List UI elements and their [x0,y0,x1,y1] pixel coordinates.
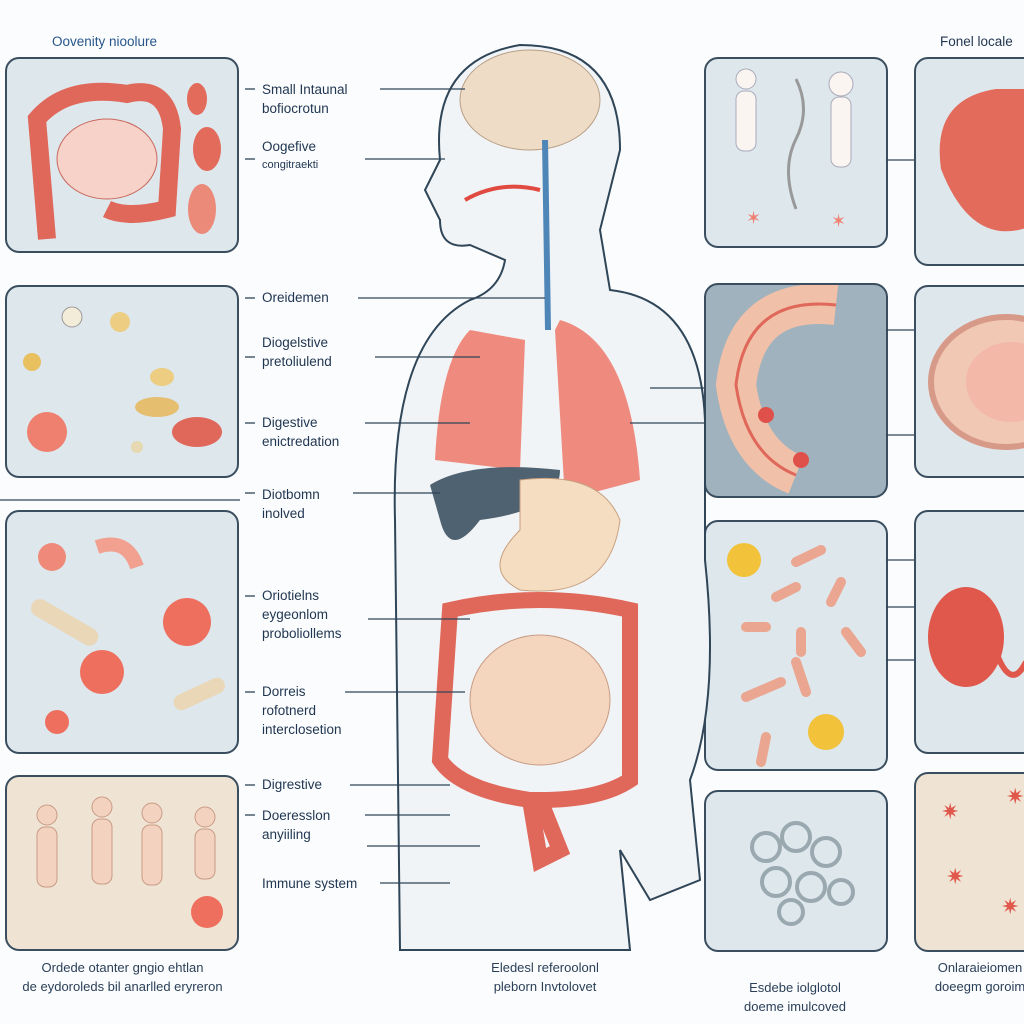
label-digrestive: Digrestive [262,777,323,792]
panel-development: ✶✶ [704,57,888,248]
cells-illustration: ✷ ✷ ✷ ✷ [941,784,1024,919]
panel-tissue [914,285,1024,478]
right-lung [555,320,640,500]
small-intestine [469,634,611,766]
panel-figures [5,775,239,951]
panel-villi [704,790,888,952]
bacteria-illustration [30,537,225,734]
left-lung [435,330,525,470]
label-immune-system: Immune system [262,876,358,891]
header-right-title: Fonel locale [940,34,1013,49]
header-left-title: Oovenity nioolure [52,34,158,49]
panel-stomach-section [704,283,888,498]
panel-liver [914,57,1024,266]
tissue-illustration [928,314,1024,450]
svg-text:✷: ✷ [1006,784,1024,809]
svg-text:✷: ✷ [946,864,964,889]
svg-text:✶: ✶ [831,211,846,231]
esophagus [542,139,551,331]
panel-gut-bacteria [704,520,888,771]
svg-text:✷: ✷ [941,799,959,824]
brain [459,49,601,151]
colon-illustration [27,82,221,240]
panel-microbes [5,285,239,478]
villi-illustration [750,821,855,926]
kidney-illustration [928,587,1024,687]
gut-bacteria-illustration [727,543,866,767]
stomach-section-illustration [715,285,839,494]
liver-illustration [939,89,1024,232]
microbes-illustration [23,306,222,453]
development-illustration: ✶✶ [735,68,854,231]
human-figures-illustration [36,796,223,928]
svg-text:✶: ✶ [746,208,761,228]
panel-colon [5,57,239,253]
panel-bacteria [5,510,239,754]
label-oreidemen: Oreidemen [262,290,329,305]
stomach [499,477,621,592]
large-intestine [431,592,638,872]
panel-kidney [914,510,1024,754]
panel-cells: ✷ ✷ ✷ ✷ [914,772,1024,952]
svg-text:✷: ✷ [1001,894,1019,919]
